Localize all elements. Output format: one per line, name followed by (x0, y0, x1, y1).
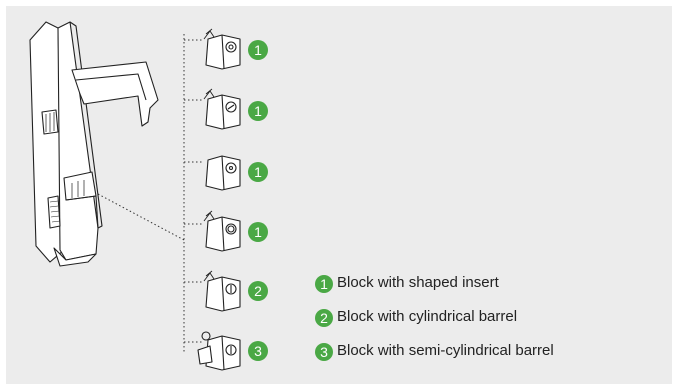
lock-block (197, 331, 241, 371)
legend-badge: 3 (315, 343, 333, 361)
lock-block (205, 155, 241, 191)
legend-badge: 1 (315, 275, 333, 293)
lock-block (203, 270, 241, 312)
svg-text:2: 2 (254, 283, 262, 299)
number-badge: 1 (248, 101, 268, 121)
number-badge: 1 (248, 162, 268, 182)
number-badge: 1 (248, 222, 268, 242)
handle-body (57, 21, 99, 261)
lock-block (203, 88, 241, 130)
svg-text:1: 1 (320, 276, 328, 292)
pointer-guide-line (97, 193, 185, 241)
svg-text:3: 3 (320, 344, 328, 360)
legend-label-cylindrical-barrel: Block with cylindrical barrel (337, 308, 518, 325)
svg-text:1: 1 (254, 164, 262, 180)
legend-label-shaped-insert: Block with shaped insert (337, 274, 499, 291)
number-badge: 3 (248, 341, 268, 361)
lock-block (203, 210, 241, 252)
svg-text:1: 1 (254, 42, 262, 58)
handle-lever-arm (71, 61, 159, 127)
swinghandle-illustration (29, 21, 159, 267)
guide-lines (97, 34, 202, 352)
svg-text:3: 3 (254, 343, 262, 359)
lock-block (203, 28, 241, 70)
svg-text:2: 2 (320, 310, 328, 326)
number-badge: 1 (248, 40, 268, 60)
legend-badge: 2 (315, 309, 333, 327)
legend-label-semi-cylindrical-barrel: Block with semi-cylindrical barrel (337, 342, 554, 359)
number-badge: 2 (248, 281, 268, 301)
svg-text:1: 1 (254, 224, 262, 240)
svg-text:1: 1 (254, 103, 262, 119)
